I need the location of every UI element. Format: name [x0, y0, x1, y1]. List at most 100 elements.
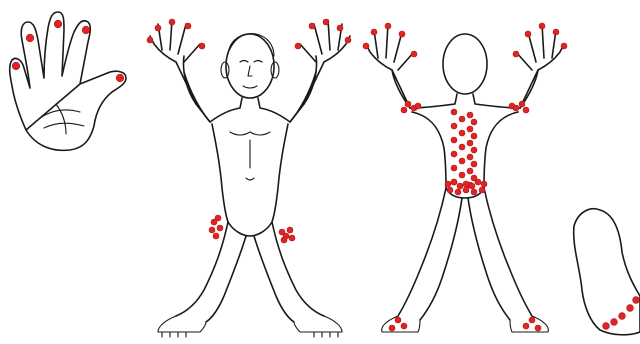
lesion-marker	[459, 144, 465, 150]
lesion-marker	[209, 227, 215, 233]
lesion-marker	[389, 325, 395, 331]
back-legs	[398, 188, 532, 320]
lesion-marker	[479, 187, 485, 193]
lesion-marker	[371, 29, 377, 35]
lesion-marker	[447, 187, 453, 193]
lesion-marker	[463, 181, 469, 187]
lesion-marker	[405, 101, 411, 107]
lesion-marker	[509, 103, 515, 109]
lesion-marker	[471, 189, 477, 195]
lesion-marker	[281, 237, 287, 243]
lesion-marker	[459, 158, 465, 164]
front-left-leg	[176, 222, 246, 322]
lesion-marker	[467, 126, 473, 132]
lesion-marker	[523, 323, 529, 329]
lesion-marker	[401, 107, 407, 113]
lesion-marker	[147, 37, 153, 43]
lesion-marker	[525, 31, 531, 37]
lesion-marker	[199, 43, 205, 49]
lesion-marker	[54, 20, 62, 28]
lesion-marker	[26, 34, 34, 42]
front-left-ear	[221, 62, 229, 78]
lesion-marker	[155, 25, 161, 31]
palm-hand-drawing	[10, 12, 126, 150]
front-left-foot	[158, 316, 206, 337]
lesion-marker	[116, 74, 124, 82]
lesion-marker	[539, 23, 545, 29]
sole-toe-lesions	[603, 297, 640, 330]
lesion-marker	[451, 137, 457, 143]
lesion-marker	[471, 119, 477, 125]
lesion-marker	[451, 123, 457, 129]
lesion-marker	[459, 130, 465, 136]
lesion-marker	[289, 235, 295, 241]
lesion-marker	[481, 181, 487, 187]
lesion-marker	[445, 181, 451, 187]
sole-foot-drawing	[574, 209, 640, 335]
front-left-arm	[176, 62, 210, 122]
lesion-marker	[633, 297, 640, 304]
front-right-arm	[290, 62, 324, 122]
lesion-marker	[451, 179, 457, 185]
back-head	[443, 34, 487, 94]
lesion-marker	[451, 109, 457, 115]
lesion-marker	[611, 319, 618, 326]
lesion-marker	[475, 179, 481, 185]
lesion-marker	[469, 183, 475, 189]
lesion-marker	[523, 107, 529, 113]
lesion-marker	[309, 23, 315, 29]
back-arms	[392, 70, 538, 108]
lesion-marker	[451, 165, 457, 171]
lesion-marker	[467, 140, 473, 146]
lesion-marker	[455, 189, 461, 195]
lesion-marker	[82, 26, 90, 34]
sole-outline	[574, 209, 640, 335]
lesion-marker	[169, 19, 175, 25]
lesion-marker	[215, 215, 221, 221]
lesion-marker	[471, 147, 477, 153]
back-lesions	[363, 23, 567, 331]
lesion-marker	[337, 25, 343, 31]
back-feet	[382, 316, 549, 332]
front-face	[240, 61, 262, 89]
palm-outline	[10, 12, 126, 150]
palm-crease-lines	[40, 104, 84, 134]
lesion-marker	[295, 43, 301, 49]
lesion-marker	[459, 116, 465, 122]
lesion-marker	[213, 233, 219, 239]
lesion-marker	[553, 29, 559, 35]
lesion-marker	[467, 168, 473, 174]
lesion-marker	[399, 31, 405, 37]
lesion-marker	[12, 62, 20, 70]
lesion-marker	[561, 43, 567, 49]
front-right-ear	[271, 62, 279, 78]
lesion-marker	[467, 154, 473, 160]
lesion-marker	[345, 37, 351, 43]
lesion-marker	[385, 23, 391, 29]
lesion-marker	[401, 323, 407, 329]
lesion-marker	[603, 323, 610, 330]
lesion-marker	[467, 112, 473, 118]
front-right-foot	[294, 316, 342, 337]
lesion-marker	[395, 317, 401, 323]
lesion-marker	[529, 317, 535, 323]
lesion-marker	[363, 43, 369, 49]
lesion-marker	[323, 19, 329, 25]
lesion-marker	[627, 305, 634, 312]
lesion-marker	[619, 313, 626, 320]
lesion-marker	[471, 133, 477, 139]
lesion-marker	[185, 23, 191, 29]
lesion-marker	[519, 101, 525, 107]
lesion-marker	[463, 187, 469, 193]
lesion-marker	[217, 225, 223, 231]
front-chest-lines	[230, 132, 270, 180]
lesion-marker	[451, 151, 457, 157]
lesion-marker	[535, 325, 541, 331]
lesion-marker	[287, 227, 293, 233]
lesion-marker	[457, 183, 463, 189]
lesion-marker	[411, 51, 417, 57]
lesion-marker	[513, 51, 519, 57]
lesion-marker	[459, 172, 465, 178]
